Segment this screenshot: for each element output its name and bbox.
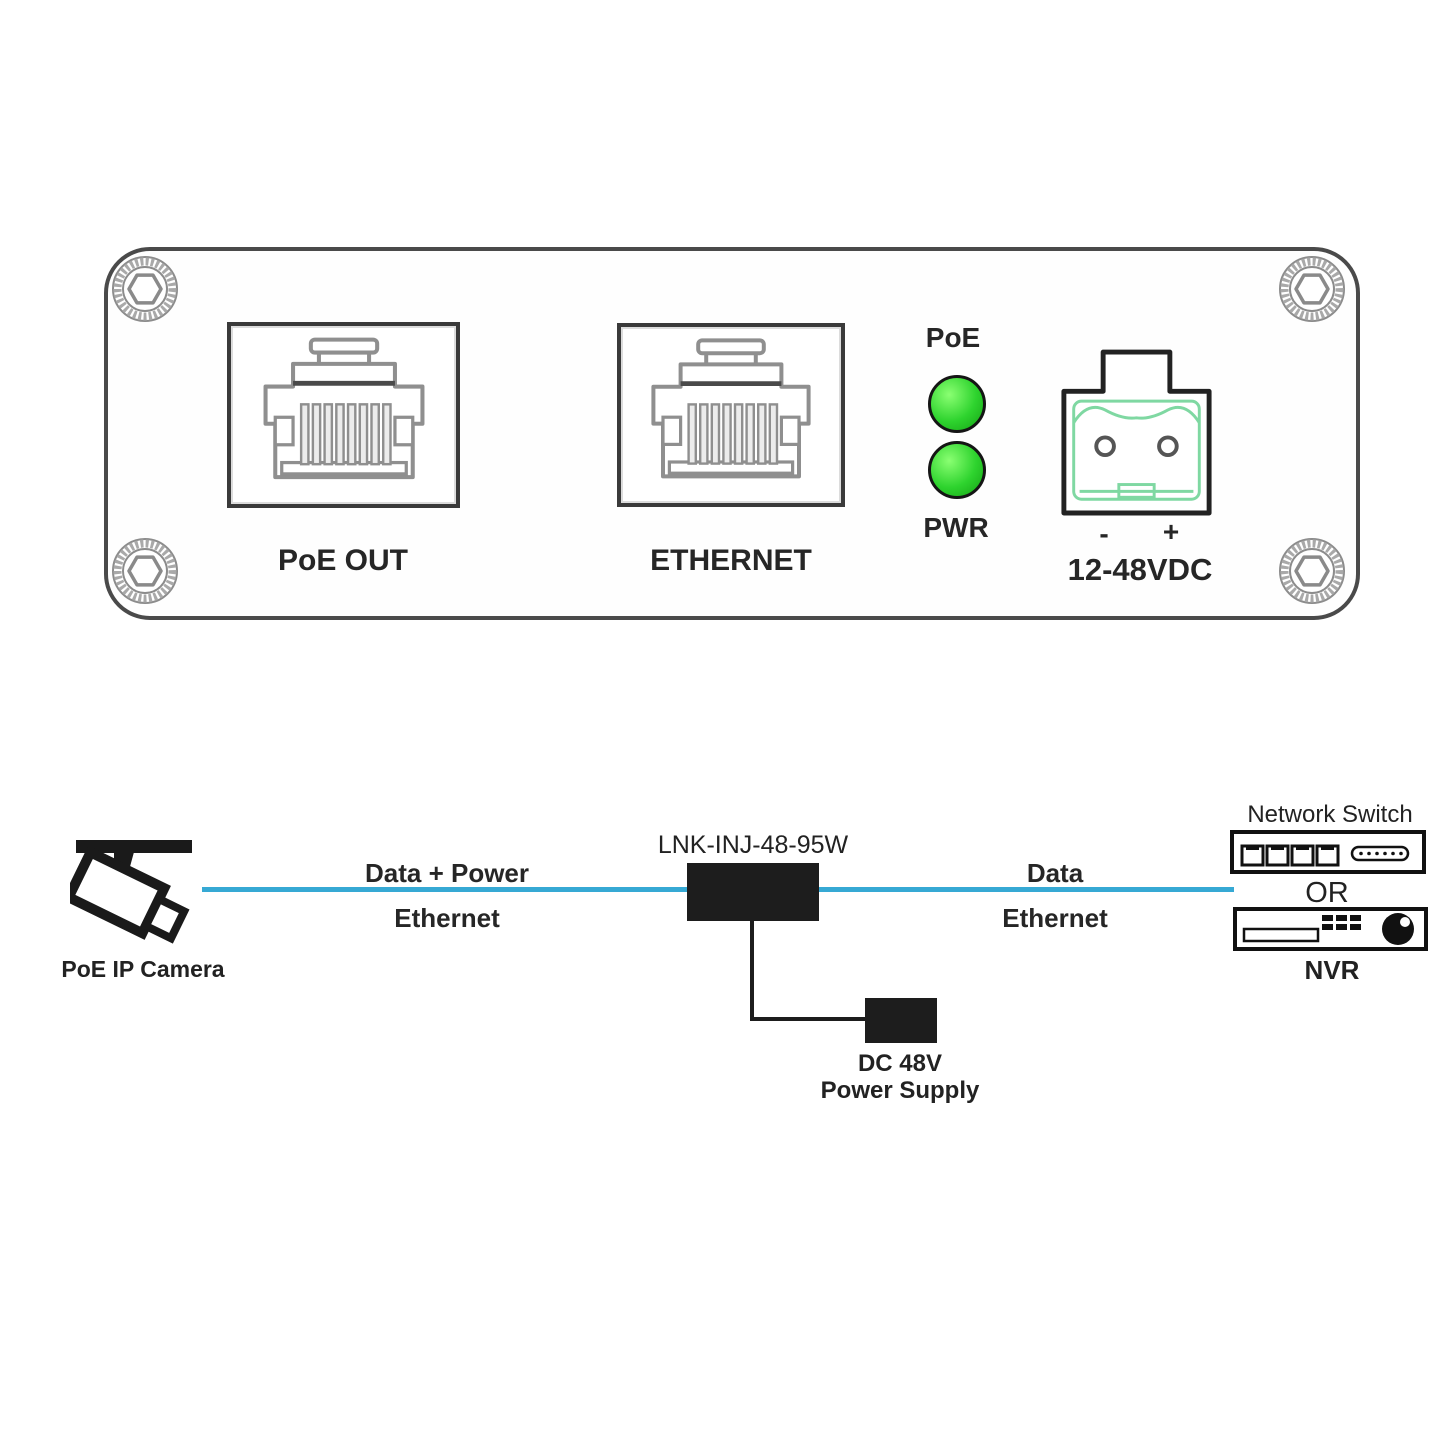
- poe-out-port: [227, 322, 460, 508]
- terminal-voltage-label: 12-48VDC: [1067, 552, 1213, 587]
- terminal-plus-label: +: [1162, 516, 1180, 547]
- psu-label-line1: DC 48V: [857, 1050, 943, 1077]
- injector-model-label: LNK-INJ-48-95W: [657, 831, 849, 859]
- left-link-bottom-label: Ethernet: [394, 903, 500, 933]
- camera-label: PoE IP Camera: [61, 956, 225, 982]
- right-link-top-label: Data: [1026, 858, 1084, 888]
- right-link-bottom-label: Ethernet: [1002, 903, 1108, 933]
- psu-wire-vertical: [750, 921, 754, 1020]
- network-switch-label: Network Switch: [1247, 801, 1413, 828]
- terminal-minus-label: -: [1099, 518, 1109, 549]
- dc-terminal-icon: [1061, 349, 1212, 516]
- injector-block: [687, 863, 819, 921]
- nvr-label: NVR: [1304, 955, 1360, 985]
- rj45-jack-icon: [251, 332, 437, 488]
- psu-block: [865, 998, 937, 1043]
- hex-screw-icon: [111, 537, 179, 605]
- nvr-icon: [1233, 907, 1428, 951]
- pwr-led-label: PWR: [923, 512, 989, 543]
- network-switch-icon: [1230, 830, 1426, 874]
- ethernet-label: ETHERNET: [650, 544, 812, 577]
- rj45-jack-icon: [639, 333, 823, 487]
- poe-led-label: PoE: [925, 322, 981, 353]
- ethernet-port: [617, 323, 845, 507]
- cctv-camera-icon: [70, 840, 192, 944]
- pwr-led-indicator: [928, 441, 986, 499]
- camera-to-injector-cable: [202, 887, 687, 892]
- psu-wire-horizontal: [750, 1017, 867, 1021]
- or-label: OR: [1305, 877, 1349, 909]
- left-link-top-label: Data + Power: [364, 858, 530, 888]
- hex-screw-icon: [1278, 537, 1346, 605]
- hex-screw-icon: [1278, 255, 1346, 323]
- injector-to-switch-cable: [819, 887, 1234, 892]
- poe-led-indicator: [928, 375, 986, 433]
- psu-label-line2: Power Supply: [820, 1077, 980, 1104]
- poe-out-label: PoE OUT: [277, 544, 409, 577]
- hex-screw-icon: [111, 255, 179, 323]
